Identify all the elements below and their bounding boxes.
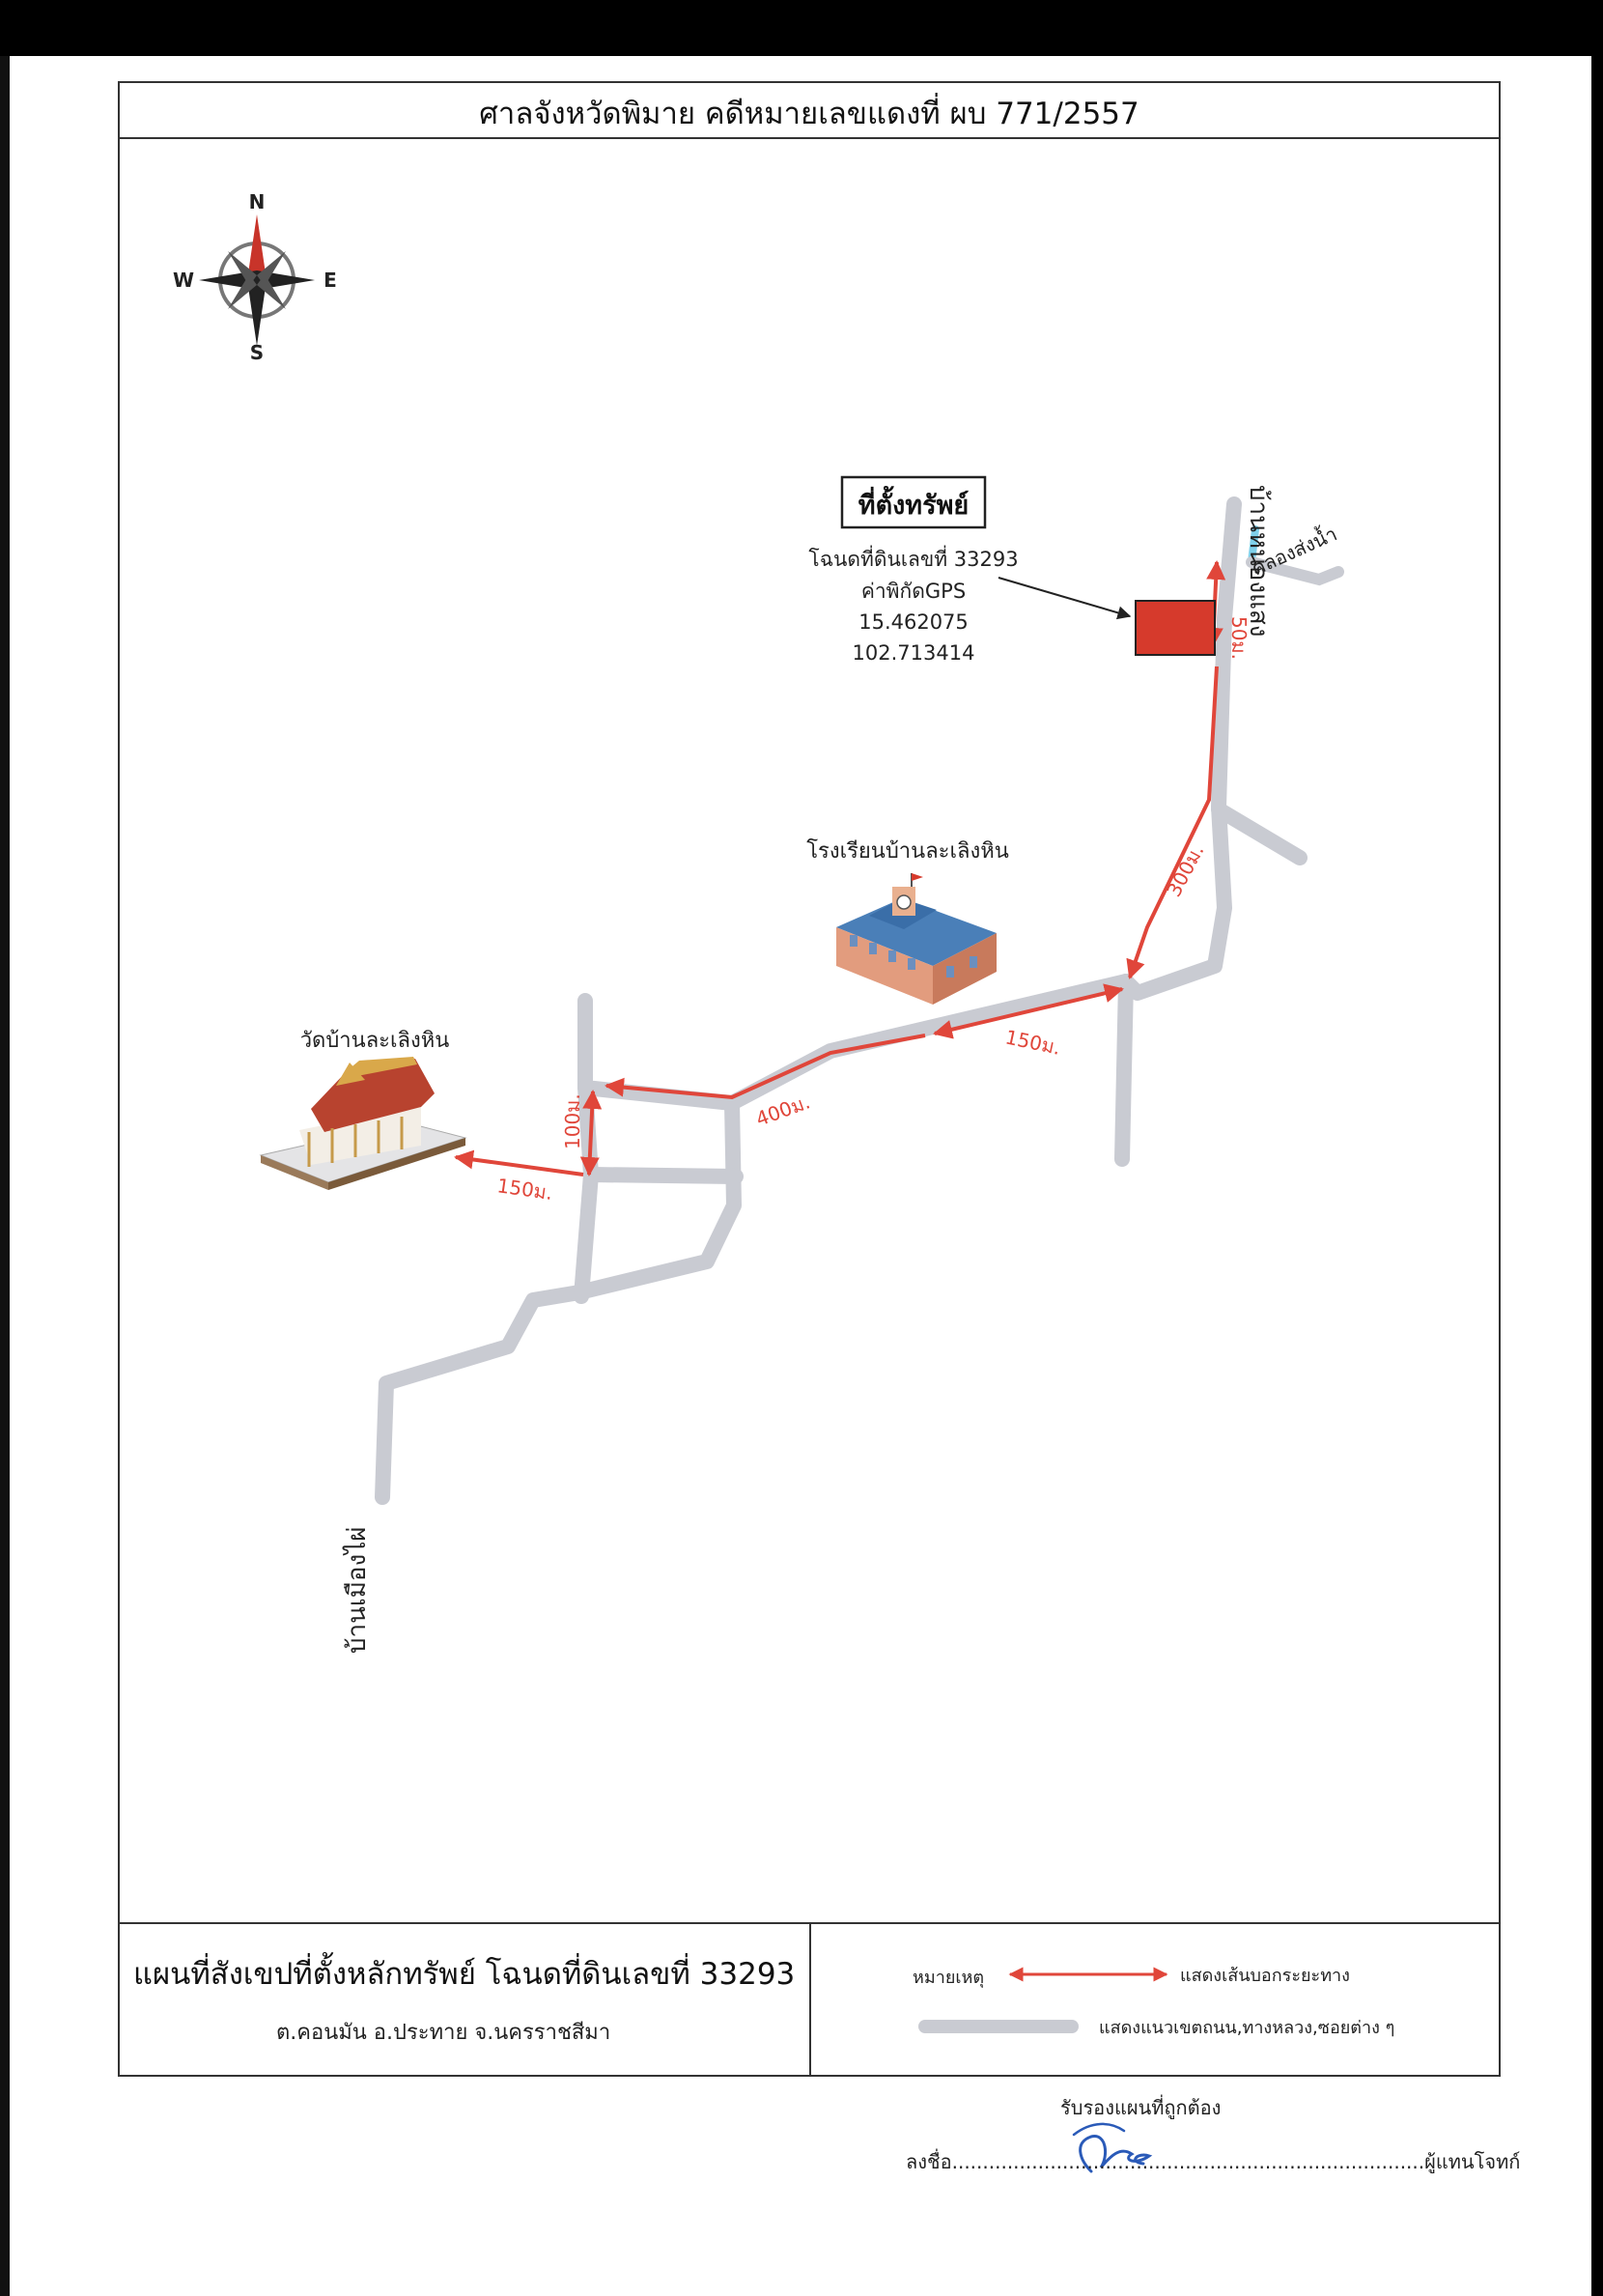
page-title: ศาลจังหวัดพิมาย คดีหมายเลขแดงที่ ผบ 771/… bbox=[479, 97, 1139, 131]
distance-400m-label: 400ม. bbox=[753, 1090, 813, 1130]
canal bbox=[1246, 525, 1344, 586]
property-info: ที่ตั้งทรัพย์ โฉนดที่ดินเลขที่ 33293 ค่า… bbox=[808, 475, 1019, 665]
signature-mark bbox=[1072, 2122, 1153, 2173]
compass-rose-icon: N S E W bbox=[173, 190, 337, 364]
legend-divider bbox=[809, 1922, 811, 2077]
north-village-label: บ้านหนองแสง bbox=[1244, 485, 1273, 637]
map-subtitle: แผนที่สังเขปที่ตั้งหลักทรัพย์ โฉนดที่ดิน… bbox=[133, 1957, 796, 1992]
route-100m bbox=[579, 1090, 603, 1176]
distance-150m-mid-label: 150ม. bbox=[1003, 1025, 1062, 1059]
compass-south-label: S bbox=[250, 341, 264, 364]
signature-dots: ........................................… bbox=[951, 2150, 1425, 2173]
route-150m-temple bbox=[454, 1149, 584, 1176]
scan-border-top bbox=[0, 0, 1603, 56]
route-400m bbox=[605, 1034, 926, 1100]
compass-east-label: E bbox=[323, 269, 337, 292]
school-building-icon bbox=[836, 873, 997, 1005]
road-main-south bbox=[375, 1095, 742, 1505]
property-latitude: 15.462075 bbox=[858, 610, 969, 634]
legend-note-label: หมายเหตุ bbox=[913, 1968, 985, 1988]
header-bar bbox=[118, 81, 1501, 139]
compass-north-label: N bbox=[249, 190, 266, 213]
scan-border-left bbox=[0, 56, 10, 2296]
distance-300m-label: 300ม. bbox=[1162, 840, 1208, 900]
route-300m bbox=[1126, 666, 1219, 979]
school-label: โรงเรียนบ้านละเลิงหิน bbox=[806, 838, 1009, 864]
legend-route-text: แสดงเส้นบอกระยะทาง bbox=[1180, 1966, 1350, 1986]
property-box-title: ที่ตั้งทรัพย์ bbox=[858, 485, 969, 521]
south-village-label: บ้านเมืองไผ่ bbox=[342, 1526, 372, 1654]
certify-text: รับรองแผนที่ถูกต้อง bbox=[1060, 2096, 1222, 2119]
distance-150m-temple-label: 150ม. bbox=[495, 1174, 553, 1205]
property-longitude: 102.713414 bbox=[853, 641, 975, 665]
sign-prefix: ลงชื่อ bbox=[906, 2150, 952, 2173]
compass-west-label: W bbox=[173, 269, 194, 292]
road-south-branch-east bbox=[1114, 974, 1134, 1167]
legend-road-text: แสดงแนวเขตถนน,ทางหลวง,ซอยต่าง ๆ bbox=[1099, 2018, 1395, 2038]
road-network bbox=[375, 496, 1308, 1505]
scan-border-right bbox=[1591, 56, 1603, 2296]
property-marker bbox=[998, 577, 1216, 656]
temple-building-icon bbox=[259, 1057, 467, 1190]
road-temple-junction bbox=[574, 1167, 599, 1304]
legend-symbols bbox=[918, 1967, 1168, 2033]
property-gps-label: ค่าพิกัดGPS bbox=[861, 580, 966, 603]
temple-label: วัดบ้านละเลิงหิน bbox=[300, 1029, 450, 1053]
property-deed-label: โฉนดที่ดินเลขที่ 33293 bbox=[808, 545, 1018, 571]
distance-labels: 50ม. 300ม. 150ม. 400ม. 100ม. 150ม. bbox=[495, 616, 1251, 1205]
signature-line: ลงชื่อ..................................… bbox=[906, 2146, 1520, 2177]
route-lines bbox=[454, 560, 1226, 1176]
road-side-branch-300 bbox=[1211, 802, 1308, 865]
map-location: ต.คอนมัน อ.ประทาย จ.นครราชสีมา bbox=[276, 2021, 611, 2045]
sign-suffix: ผู้แทนโจทก์ bbox=[1424, 2150, 1521, 2173]
route-150m-mid bbox=[933, 983, 1124, 1039]
distance-50m-label: 50ม. bbox=[1227, 616, 1251, 660]
distance-100m-label: 100ม. bbox=[561, 1093, 584, 1149]
